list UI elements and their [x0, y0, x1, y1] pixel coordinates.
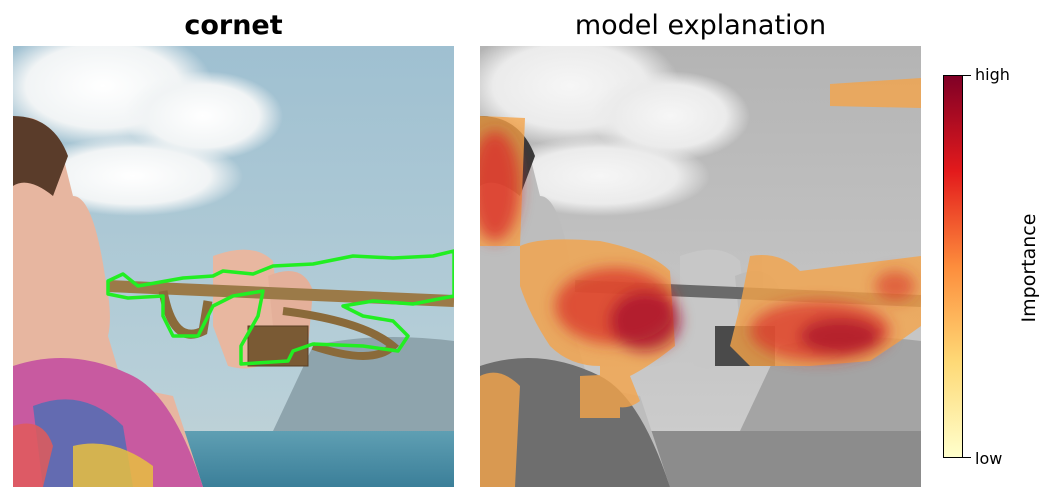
heatmap-hotspots	[480, 131, 915, 361]
colorbar-low-label: low	[975, 449, 1003, 468]
explanation-title: model explanation	[574, 10, 827, 41]
image-class-label: cornet	[184, 10, 283, 41]
saliency-overlay	[480, 46, 921, 487]
hair	[13, 116, 68, 196]
distant-hills	[273, 337, 454, 431]
cloud	[13, 46, 283, 216]
explanation-panel	[480, 46, 921, 487]
original-photo	[13, 46, 454, 487]
colorbar-title: Importance	[1018, 213, 1040, 323]
colorbar-tick-high	[963, 75, 971, 76]
importance-colorbar	[943, 75, 963, 458]
colorbar-tick-low	[963, 457, 971, 458]
segmentation-outline	[106, 249, 454, 366]
colorbar-high-label: high	[975, 65, 1010, 84]
cornet-instrument	[107, 280, 454, 367]
original-image-panel	[13, 46, 454, 487]
